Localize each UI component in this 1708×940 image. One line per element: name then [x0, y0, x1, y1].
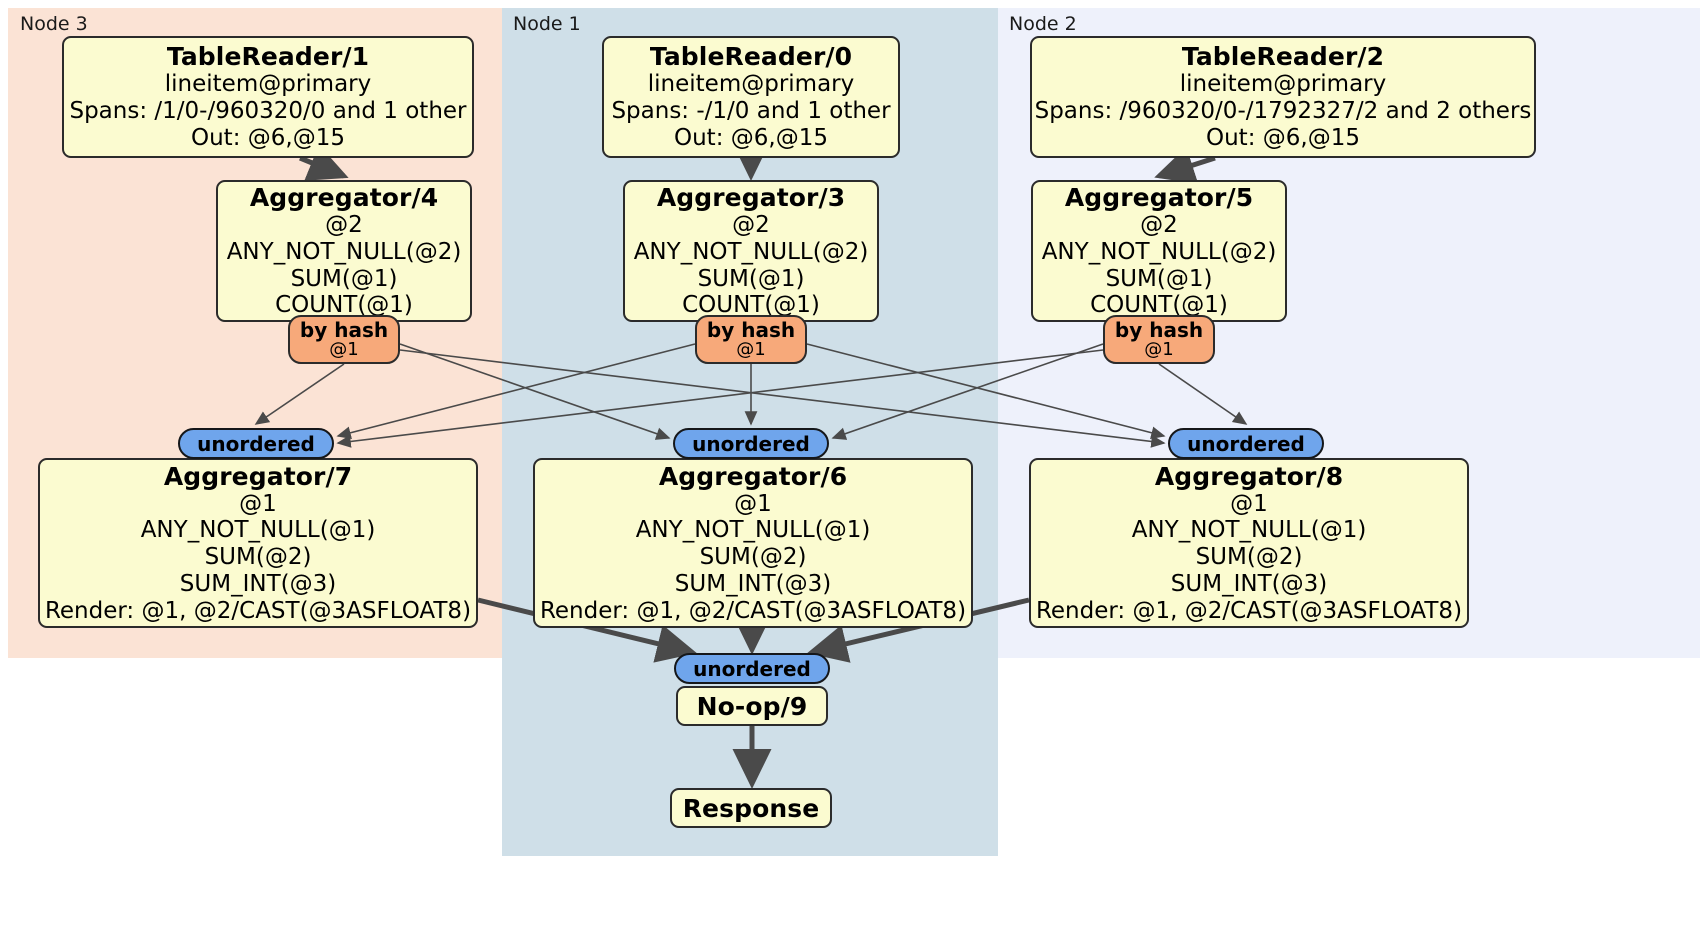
processor-title: Aggregator/5: [1064, 183, 1254, 213]
router-label: by hash: [299, 318, 389, 343]
processor-line: @1: [239, 490, 277, 517]
processor-title: No-op/9: [696, 691, 808, 721]
processor-aggregator4[interactable]: Aggregator/4 @2 ANY_NOT_NULL(@2) SUM(@1)…: [216, 180, 472, 322]
processor-render-line: Render: @1, @2/CAST(@3ASFLOAT8): [539, 597, 967, 624]
processor-aggregator6[interactable]: Aggregator/6 @1 ANY_NOT_NULL(@1) SUM(@2)…: [533, 458, 973, 628]
processor-title: Response: [682, 793, 820, 823]
processor-line: SUM(@1): [697, 265, 805, 292]
node-label-node3: Node 3: [20, 13, 88, 35]
processor-line: @2: [732, 212, 770, 239]
processor-line: SUM(@2): [699, 544, 807, 571]
node-label-node2: Node 2: [1009, 13, 1077, 35]
synchronizer-unordered-aggregator6[interactable]: unordered: [673, 428, 829, 459]
processor-line: SUM_INT(@3): [179, 570, 337, 597]
node-label-node1: Node 1: [513, 13, 581, 35]
processor-line: ANY_NOT_NULL(@1): [140, 517, 376, 544]
router-column: @1: [736, 339, 766, 361]
processor-line: @1: [734, 490, 772, 517]
processor-line: ANY_NOT_NULL(@1): [1131, 517, 1367, 544]
router-by-hash-aggregator5[interactable]: by hash @1: [1103, 315, 1215, 364]
synchronizer-label: unordered: [693, 656, 811, 681]
processor-line: SUM(@1): [290, 265, 398, 292]
processor-title: Aggregator/7: [163, 461, 353, 491]
processor-render-line: Render: @1, @2/CAST(@3ASFLOAT8): [44, 597, 472, 624]
synchronizer-label: unordered: [692, 431, 810, 456]
synchronizer-unordered-aggregator8[interactable]: unordered: [1168, 428, 1324, 459]
processor-line: Out: @6,@15: [674, 124, 828, 151]
processor-line: ANY_NOT_NULL(@2): [633, 238, 869, 265]
router-by-hash-aggregator4[interactable]: by hash @1: [288, 315, 400, 364]
processor-line: Out: @6,@15: [191, 124, 345, 151]
processor-line: COUNT(@1): [275, 292, 413, 319]
router-label: by hash: [706, 318, 796, 343]
processor-aggregator8[interactable]: Aggregator/8 @1 ANY_NOT_NULL(@1) SUM(@2)…: [1029, 458, 1469, 628]
processor-line: ANY_NOT_NULL(@1): [635, 517, 871, 544]
processor-aggregator3[interactable]: Aggregator/3 @2 ANY_NOT_NULL(@2) SUM(@1)…: [623, 180, 879, 322]
synchronizer-unordered-aggregator7[interactable]: unordered: [178, 428, 334, 459]
processor-noop9[interactable]: No-op/9: [676, 686, 828, 726]
processor-title: TableReader/0: [649, 42, 853, 72]
processor-title: Aggregator/3: [656, 183, 846, 213]
processor-aggregator7[interactable]: Aggregator/7 @1 ANY_NOT_NULL(@1) SUM(@2)…: [38, 458, 478, 628]
processor-line: lineitem@primary: [647, 71, 855, 98]
processor-title: Aggregator/8: [1154, 461, 1344, 491]
router-by-hash-aggregator3[interactable]: by hash @1: [695, 315, 807, 364]
processor-line: SUM(@2): [1195, 544, 1303, 571]
processor-line: COUNT(@1): [1090, 292, 1228, 319]
processor-title: Aggregator/4: [249, 183, 439, 213]
processor-line: Spans: /960320/0-/1792327/2 and 2 others: [1034, 98, 1532, 125]
processor-line: SUM(@1): [1105, 265, 1213, 292]
processor-line: lineitem@primary: [164, 71, 372, 98]
processor-tablereader1[interactable]: TableReader/1 lineitem@primary Spans: /1…: [62, 36, 474, 158]
processor-render-line: Render: @1, @2/CAST(@3ASFLOAT8): [1035, 597, 1463, 624]
processor-response[interactable]: Response: [670, 788, 832, 828]
processor-line: @2: [1140, 212, 1178, 239]
processor-title: TableReader/2: [1181, 42, 1385, 72]
processor-line: SUM(@2): [204, 544, 312, 571]
processor-line: @2: [325, 212, 363, 239]
router-column: @1: [1144, 339, 1174, 361]
processor-line: Spans: /1/0-/960320/0 and 1 other: [69, 98, 467, 125]
router-column: @1: [329, 339, 359, 361]
processor-line: SUM_INT(@3): [674, 570, 832, 597]
processor-title: Aggregator/6: [658, 461, 848, 491]
processor-line: Out: @6,@15: [1206, 124, 1360, 151]
processor-tablereader2[interactable]: TableReader/2 lineitem@primary Spans: /9…: [1030, 36, 1536, 158]
processor-line: ANY_NOT_NULL(@2): [1041, 238, 1277, 265]
processor-line: ANY_NOT_NULL(@2): [226, 238, 462, 265]
synchronizer-unordered-noop9[interactable]: unordered: [674, 653, 830, 684]
synchronizer-label: unordered: [1187, 431, 1305, 456]
processor-line: lineitem@primary: [1179, 71, 1387, 98]
router-label: by hash: [1114, 318, 1204, 343]
synchronizer-label: unordered: [197, 431, 315, 456]
processor-tablereader0[interactable]: TableReader/0 lineitem@primary Spans: -/…: [602, 36, 900, 158]
processor-line: COUNT(@1): [682, 292, 820, 319]
processor-line: @1: [1230, 490, 1268, 517]
processor-aggregator5[interactable]: Aggregator/5 @2 ANY_NOT_NULL(@2) SUM(@1)…: [1031, 180, 1287, 322]
processor-title: TableReader/1: [166, 42, 370, 72]
processor-line: Spans: -/1/0 and 1 other: [611, 98, 891, 125]
processor-line: SUM_INT(@3): [1170, 570, 1328, 597]
